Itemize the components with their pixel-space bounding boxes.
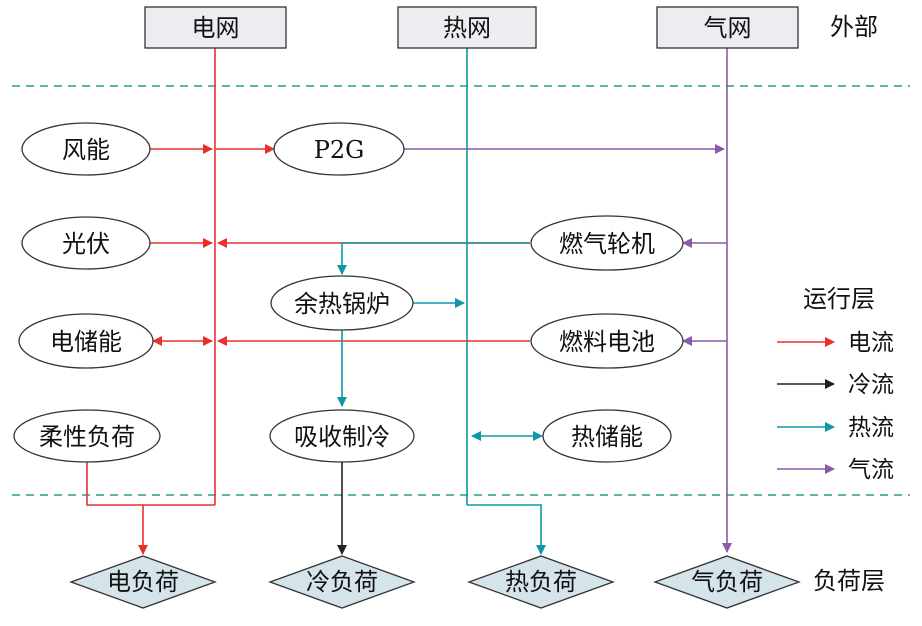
unit-gas-turbine: 燃气轮机 <box>530 215 684 271</box>
unit-p2g: P2G <box>273 122 405 176</box>
legend-heat-label: 热流 <box>848 415 894 441</box>
unit-wind: 风能 <box>21 122 151 176</box>
unit-fuel-cell-label: 燃料电池 <box>559 328 655 356</box>
load-heat-label: 热负荷 <box>505 568 577 596</box>
unit-heat-storage-label: 热储能 <box>571 423 643 451</box>
unit-waste-heat-boiler-label: 余热锅炉 <box>294 290 390 318</box>
layer-label-load: 负荷层 <box>813 567 885 595</box>
load-gas: 气负荷 <box>653 555 801 609</box>
load-electric-label: 电负荷 <box>107 568 179 596</box>
flow-turbine-to-boiler <box>337 242 530 275</box>
legend-electric-label: 电流 <box>848 330 894 356</box>
unit-p2g-label: P2G <box>314 136 365 164</box>
load-cold-label: 冷负荷 <box>306 568 378 596</box>
load-gas-label: 气负荷 <box>691 568 763 596</box>
unit-pv: 光伏 <box>21 216 151 270</box>
unit-absorption-chiller: 吸收制冷 <box>269 409 415 463</box>
unit-electric-storage-label: 电储能 <box>50 328 122 356</box>
unit-waste-heat-boiler: 余热锅炉 <box>270 275 414 331</box>
power-grid-box: 电网 <box>144 6 287 49</box>
heat-grid-label: 热网 <box>443 14 491 42</box>
legend: 电流 冷流 热流 气流 <box>777 330 894 483</box>
flow-to-heat-load <box>467 504 546 555</box>
gas-grid-box: 气网 <box>656 6 799 49</box>
legend-gas-label: 气流 <box>848 457 894 483</box>
layer-label-operation: 运行层 <box>803 285 875 313</box>
heat-grid-box: 热网 <box>397 6 537 49</box>
load-cold: 冷负荷 <box>268 555 416 609</box>
unit-electric-storage: 电储能 <box>18 313 154 369</box>
unit-pv-label: 光伏 <box>62 230 110 258</box>
unit-wind-label: 风能 <box>62 136 110 164</box>
power-grid-label: 电网 <box>192 14 240 42</box>
layer-label-external: 外部 <box>830 13 878 41</box>
unit-fuel-cell: 燃料电池 <box>530 313 684 369</box>
unit-absorption-chiller-label: 吸收制冷 <box>294 423 390 451</box>
flow-flexible-load-link <box>86 462 215 506</box>
legend-cold-label: 冷流 <box>848 372 894 398</box>
unit-heat-storage: 热储能 <box>542 409 672 463</box>
unit-flexible-load-label: 柔性负荷 <box>39 423 135 451</box>
unit-flexible-load: 柔性负荷 <box>13 409 161 463</box>
load-electric: 电负荷 <box>69 555 217 609</box>
unit-gas-turbine-label: 燃气轮机 <box>559 230 655 258</box>
load-heat: 热负荷 <box>467 555 615 609</box>
gas-grid-label: 气网 <box>704 14 752 42</box>
